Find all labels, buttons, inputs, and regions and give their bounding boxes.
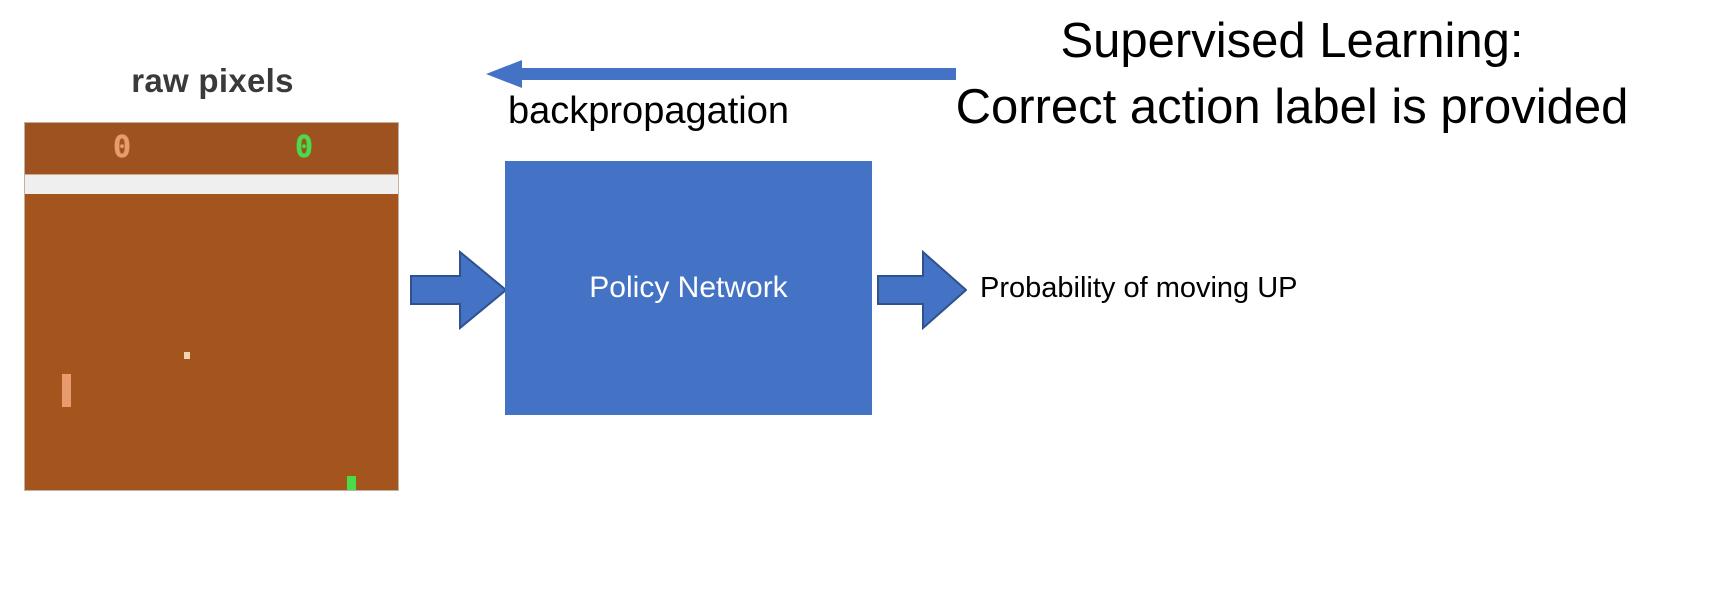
pong-score-right: 0 (295, 130, 314, 165)
pong-score-left: 0 (113, 130, 132, 165)
headline: Supervised Learning: Correct action labe… (855, 8, 1729, 140)
output-probability-label: Probability of moving UP (980, 272, 1298, 304)
policy-network-label: Policy Network (589, 271, 788, 304)
pong-paddle-left (62, 374, 71, 407)
pong-divider-bar (25, 175, 398, 194)
backpropagation-label: backpropagation (508, 90, 789, 132)
input-arrow-icon (410, 249, 508, 331)
headline-line-1: Supervised Learning: (1060, 14, 1524, 68)
pong-game-frame: 0 0 (25, 123, 398, 490)
policy-network-box: Policy Network (505, 161, 872, 415)
pong-ball (184, 352, 190, 359)
backpropagation-arrow-icon (486, 58, 956, 90)
pong-score-band (25, 123, 398, 175)
headline-line-2: Correct action label is provided (955, 80, 1629, 134)
raw-pixels-caption: raw pixels (131, 62, 294, 99)
pong-paddle-right (347, 476, 356, 490)
pong-play-field (25, 194, 398, 490)
output-arrow-icon (877, 249, 968, 331)
